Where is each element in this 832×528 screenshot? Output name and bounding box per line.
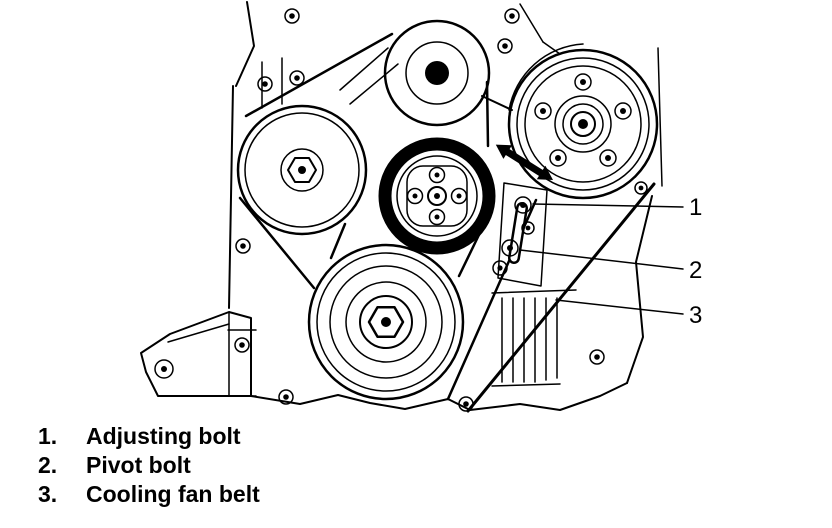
legend-item-label: Adjusting bolt	[86, 423, 241, 449]
bolt-heads	[234, 8, 648, 412]
block-ribs	[491, 289, 577, 387]
crank-hex-bolt-icon	[367, 306, 405, 338]
callout-lines	[519, 203, 684, 315]
water-pump-pulley	[378, 137, 496, 255]
adjusting-bolt	[514, 196, 532, 214]
callout-number-3: 3	[689, 302, 702, 329]
callout-line-1	[532, 203, 684, 208]
callout-number-2: 2	[689, 257, 702, 284]
legend-item-label: Cooling fan belt	[86, 481, 260, 507]
adjust-direction-arrow-icon	[495, 144, 553, 180]
adjuster-bracket	[492, 182, 548, 287]
legend-item-label: Pivot bolt	[86, 452, 191, 478]
legend-item-pivot-bolt: 2. Pivot bolt	[38, 451, 260, 480]
left-tensioner-pulley	[236, 104, 368, 236]
callout-line-2	[519, 249, 684, 270]
mount-bolt-hole-icon	[154, 359, 174, 379]
pivot-bolt	[501, 239, 519, 257]
top-idler-pulley	[383, 19, 491, 127]
cooling-fan-pulley	[507, 48, 659, 200]
legend-item-cooling-fan-belt: 3. Cooling fan belt	[38, 480, 260, 509]
callout-number-1: 1	[689, 194, 702, 221]
crankshaft-pulley	[307, 243, 465, 401]
callout-line-3	[555, 299, 684, 315]
legend-item-adjusting-bolt: 1. Adjusting bolt	[38, 422, 260, 451]
legend-item-number: 3.	[38, 481, 58, 507]
legend-item-number: 2.	[38, 452, 58, 478]
legend: 1. Adjusting bolt 2. Pivot bolt 3. Cooli…	[38, 422, 260, 509]
hex-bolt-icon	[287, 157, 317, 183]
engine-block	[140, 1, 663, 412]
legend-item-number: 1.	[38, 423, 58, 449]
